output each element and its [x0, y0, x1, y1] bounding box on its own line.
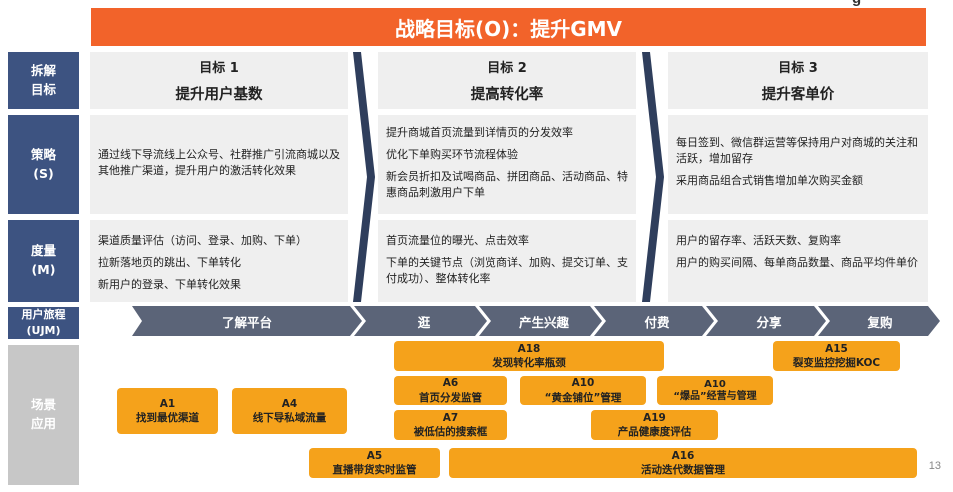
metric-2-item: 下单的关键节点（浏览商详、加购、提交订单、支付成功）、整体转化率: [386, 255, 628, 285]
scene-a18: A18 发现转化率瓶颈: [394, 341, 664, 371]
metric-1-cell: 渠道质量评估（访问、登录、加购、下单） 拉新落地页的跳出、下单转化 新用户的登录…: [90, 220, 348, 302]
scene-a16: A16 活动迭代数据管理: [449, 448, 917, 478]
goal-3-cell: 目标 3 提升客单价: [668, 52, 928, 109]
metric-3-item: 用户的留存率、活跃天数、复购率: [676, 234, 841, 247]
metric-1-item: 拉新落地页的跳出、下单转化: [98, 255, 241, 269]
journey-stage: 复购: [867, 314, 893, 330]
metric-1-item: 新用户的登录、下单转化效果: [98, 277, 241, 291]
row-label-scene: 场景 应用: [8, 345, 79, 485]
scene-name: 找到最优渠道: [136, 412, 199, 424]
metric-3-cell: 用户的留存率、活跃天数、复购率 用户的购买间隔、每单商品数量、商品平均件单价: [668, 220, 928, 302]
strategy-2-cell: 提升商城首页流量到详情页的分发效率 优化下单购买环节流程体验 新会员折扣及试喝商…: [378, 115, 636, 214]
scene-a19: A19 产品健康度评估: [591, 410, 718, 440]
goal-2-cell: 目标 2 提高转化率: [378, 52, 636, 109]
scene-a4: A4 线下导私域流量: [232, 388, 347, 434]
row-label-metric: 度量 (M): [8, 220, 79, 302]
goal-2-number: 目标 2: [487, 61, 527, 76]
row-label-strategy: 策略 (S): [8, 115, 79, 214]
scene-name: 线下导私域流量: [252, 412, 327, 424]
strategy-1-cell: 通过线下导流线上公众号、社群推广引流商城以及其他推广渠道，提升用户的激活转化效果: [90, 115, 348, 214]
scene-id: A5: [366, 449, 383, 462]
scene-a10-golden-slot: A10 “黄金铺位”管理: [520, 376, 646, 405]
journey-chevron: [818, 306, 940, 336]
page-number: 13: [928, 460, 941, 472]
strategy-1-item: 通过线下导流线上公众号、社群推广引流商城以及其他推广渠道，提升用户的激活转化效果: [98, 148, 340, 177]
scene-id: A6: [442, 377, 459, 390]
strategy-2-item: 提升商城首页流量到详情页的分发效率: [386, 126, 573, 139]
scene-a5: A5 直播带货实时监管: [309, 448, 440, 478]
goal-2-name: 提高转化率: [470, 87, 544, 103]
strategy-3-item: 每日签到、微信群运营等保持用户对商城的关注和活跃，增加留存: [676, 136, 918, 165]
strategy-2-item: 优化下单购买环节流程体验: [386, 147, 518, 161]
scene-name: 发现转化率瓶颈: [492, 357, 566, 369]
metric-2-cell: 首页流量位的曝光、点击效率 下单的关键节点（浏览商详、加购、提交订单、支付成功）…: [378, 220, 636, 302]
journey-chevron: [132, 306, 362, 336]
journey-stage: 产生兴趣: [518, 314, 569, 330]
scene-id: A4: [281, 397, 298, 410]
journey-stage: 付费: [644, 314, 670, 330]
scene-id: A16: [671, 449, 695, 462]
scene-a6: A6 首页分发监管: [394, 376, 507, 405]
scene-name: 直播带货实时监管: [332, 464, 417, 476]
goal-1-cell: 目标 1 提升用户基数: [90, 52, 348, 109]
scene-name: 首页分发监管: [419, 391, 482, 404]
scene-id: A18: [517, 342, 541, 355]
metric-3-item: 用户的购买间隔、每单商品数量、商品平均件单价: [676, 255, 918, 269]
metric-1-item: 渠道质量评估（访问、登录、加购、下单）: [98, 234, 307, 247]
scene-id: A15: [825, 342, 848, 355]
scene-id: A10: [704, 379, 726, 390]
metric-2-item: 首页流量位的曝光、点击效率: [386, 234, 529, 247]
scene-name: 裂变监控挖掘KOC: [792, 357, 881, 369]
goal-1-number: 目标 1: [199, 61, 239, 76]
scene-id: A10: [571, 377, 595, 390]
scene-a10-hot-product: A10 “爆品”经营与管理: [657, 376, 773, 405]
scene-name: 产品健康度评估: [617, 426, 692, 438]
scene-id: A7: [442, 411, 459, 424]
scene-name: 活动迭代数据管理: [641, 464, 725, 476]
scene-id: A1: [159, 397, 176, 410]
goal-separator-arrow: [642, 52, 664, 302]
scene-a15: A15 裂变监控挖掘KOC: [773, 341, 900, 371]
goal-separator-arrow: [353, 52, 375, 302]
scene-a7: A7 被低估的搜索框: [394, 410, 507, 440]
scene-a1: A1 找到最优渠道: [117, 388, 218, 434]
row-label-goal: 拆解 目标: [8, 52, 79, 109]
scene-name: “黄金铺位”管理: [544, 391, 622, 404]
scene-id: A19: [643, 411, 666, 424]
journey-chevron: [479, 306, 602, 336]
strategy-2-item: 新会员折扣及试喝商品、拼团商品、活动商品、特惠商品刺激用户下单: [386, 169, 628, 199]
logo-fragment: g: [852, 0, 861, 7]
journey-chevron: [594, 306, 714, 336]
journey-stage: 分享: [756, 314, 782, 330]
journey-stage: 了解平台: [221, 314, 272, 330]
journey-arrow-bar: [132, 306, 940, 336]
journey-chevron: [354, 306, 487, 336]
scene-name: 被低估的搜索框: [413, 426, 488, 438]
goal-3-number: 目标 3: [778, 61, 818, 76]
row-label-journey: 用户旅程 (UJM): [8, 307, 79, 339]
journey-chevron: [706, 306, 826, 336]
goal-1-name: 提升用户基数: [175, 87, 263, 103]
journey-stage: 逛: [417, 314, 431, 330]
scene-name: “爆品”经营与管理: [673, 390, 757, 402]
strategy-3-item: 采用商品组合式销售增加单次购买金额: [676, 173, 863, 187]
strategy-title: 战略目标(O)：提升GMV: [91, 8, 926, 46]
strategy-3-cell: 每日签到、微信群运营等保持用户对商城的关注和活跃，增加留存 采用商品组合式销售增…: [668, 115, 928, 214]
goal-3-name: 提升客单价: [761, 87, 835, 103]
